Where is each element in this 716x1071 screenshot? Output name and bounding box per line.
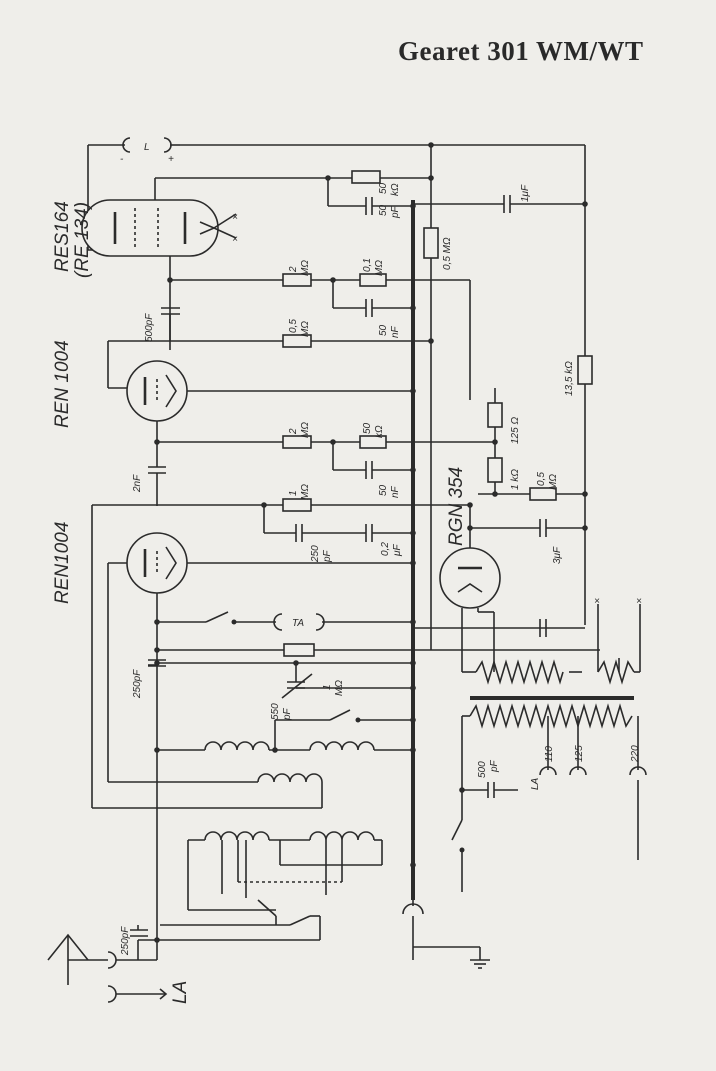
mains-transformer: 500 pF LA 110 125 220 [451, 658, 647, 892]
resistor-0-5m-right [423, 227, 439, 259]
r-1m-value: 1 [288, 490, 299, 496]
c-50nf-a-unit: nF [390, 325, 401, 338]
r-2m-top-value: 2 [288, 266, 299, 273]
c-2nf-value: 2nF [132, 474, 143, 493]
tap-220-label: 220 [630, 745, 641, 763]
rectifier-tube-label: RGN 354 [446, 467, 467, 546]
junction-dots [154, 142, 588, 943]
jack-label: TA [292, 618, 304, 629]
c-500pf-value: 500pF [144, 313, 155, 342]
c-250pf-ant-value: 250pF [120, 926, 131, 956]
c-50nf-b-value: 50 [378, 484, 389, 496]
resistor-50k [351, 170, 381, 184]
r-2m-mid-value: 2 [288, 428, 299, 435]
resistor-1k [487, 457, 503, 483]
coil-upper-right [309, 741, 413, 751]
c-500pf-mains-unit: pF [489, 759, 500, 773]
output-tube: × × [81, 177, 328, 350]
coil-upper-left [157, 741, 310, 751]
band-coils [157, 831, 383, 941]
c-50nf-b-unit: nF [390, 485, 401, 498]
tap-110-label: 110 [544, 746, 555, 762]
antenna: 250pF LA [47, 925, 191, 1004]
resistor-125 [487, 402, 503, 428]
resistor-1m-var [283, 643, 315, 657]
c-550pf-unit: pF [282, 707, 293, 721]
svg-text:×: × [232, 212, 238, 223]
svg-text:×: × [594, 596, 600, 607]
c-500pf-mains-value: 500 [477, 761, 488, 778]
svg-text:×: × [636, 596, 642, 607]
ground-connector [402, 900, 490, 969]
resistor-13-5k [577, 355, 593, 385]
r-05m-right-value: 0,5 MΩ [442, 237, 453, 270]
c-250pf-grid-unit: pF [322, 549, 333, 563]
speaker-minus: - [120, 154, 124, 165]
reaction-coil [92, 773, 323, 809]
r-1m-unit: MΩ [300, 484, 311, 500]
c-02uf-unit: μF [392, 544, 403, 557]
c-250pf-grid-value: 250 [310, 545, 321, 563]
c-50nf-a-value: 50 [378, 324, 389, 336]
r-1k-value: 1 kΩ [510, 469, 521, 490]
r-05m-mid-value: 0,5 [288, 319, 299, 333]
c-50pf-value: 50 [378, 204, 389, 216]
r-135k-value: 13,5 kΩ [564, 361, 575, 396]
r-2m-mid-unit: MΩ [300, 422, 311, 438]
r-2m-top-unit: MΩ [300, 260, 311, 276]
r-125-value: 125 Ω [510, 417, 521, 444]
schematic-title: Gearet 301 WM/WT [398, 36, 644, 66]
c-50pf-unit: pF [390, 205, 401, 219]
r-01m-unit: MΩ [374, 260, 385, 276]
audio-tube-label: REN 1004 [52, 340, 73, 428]
svg-text:×: × [232, 234, 238, 245]
c-1uf-value: 1μF [520, 184, 531, 202]
tap-la-label: LA [530, 777, 541, 790]
r-50k-value: 50 [378, 182, 389, 194]
r-01m-value: 0,1 [362, 258, 373, 272]
r-05m-low-unit: MΩ [548, 474, 559, 490]
output-tube-alt-label: (RE 134) [72, 202, 93, 278]
c-3uf-value: 3μF [552, 546, 563, 564]
speaker-plus: + [168, 154, 174, 165]
r-05m-mid-unit: MΩ [300, 321, 311, 337]
r-50k-unit: kΩ [390, 183, 401, 196]
c-250pf-left-value: 250pF [132, 669, 143, 699]
rectifier-tube [439, 547, 501, 609]
output-tube-label: RES164 [52, 201, 73, 272]
antenna-la-label: LA [170, 981, 191, 1004]
c-550pf-value: 550 [270, 703, 281, 720]
detector-tube-label: REN1004 [52, 522, 73, 604]
tap-125-label: 125 [574, 745, 585, 762]
r-05m-low-value: 0,5 [536, 472, 547, 486]
speaker-label: L [144, 142, 150, 153]
c-02uf-value: 0,2 [380, 542, 391, 556]
r-50k-mid-unit: kΩ [374, 425, 385, 438]
r-50k-mid-value: 50 [362, 422, 373, 434]
